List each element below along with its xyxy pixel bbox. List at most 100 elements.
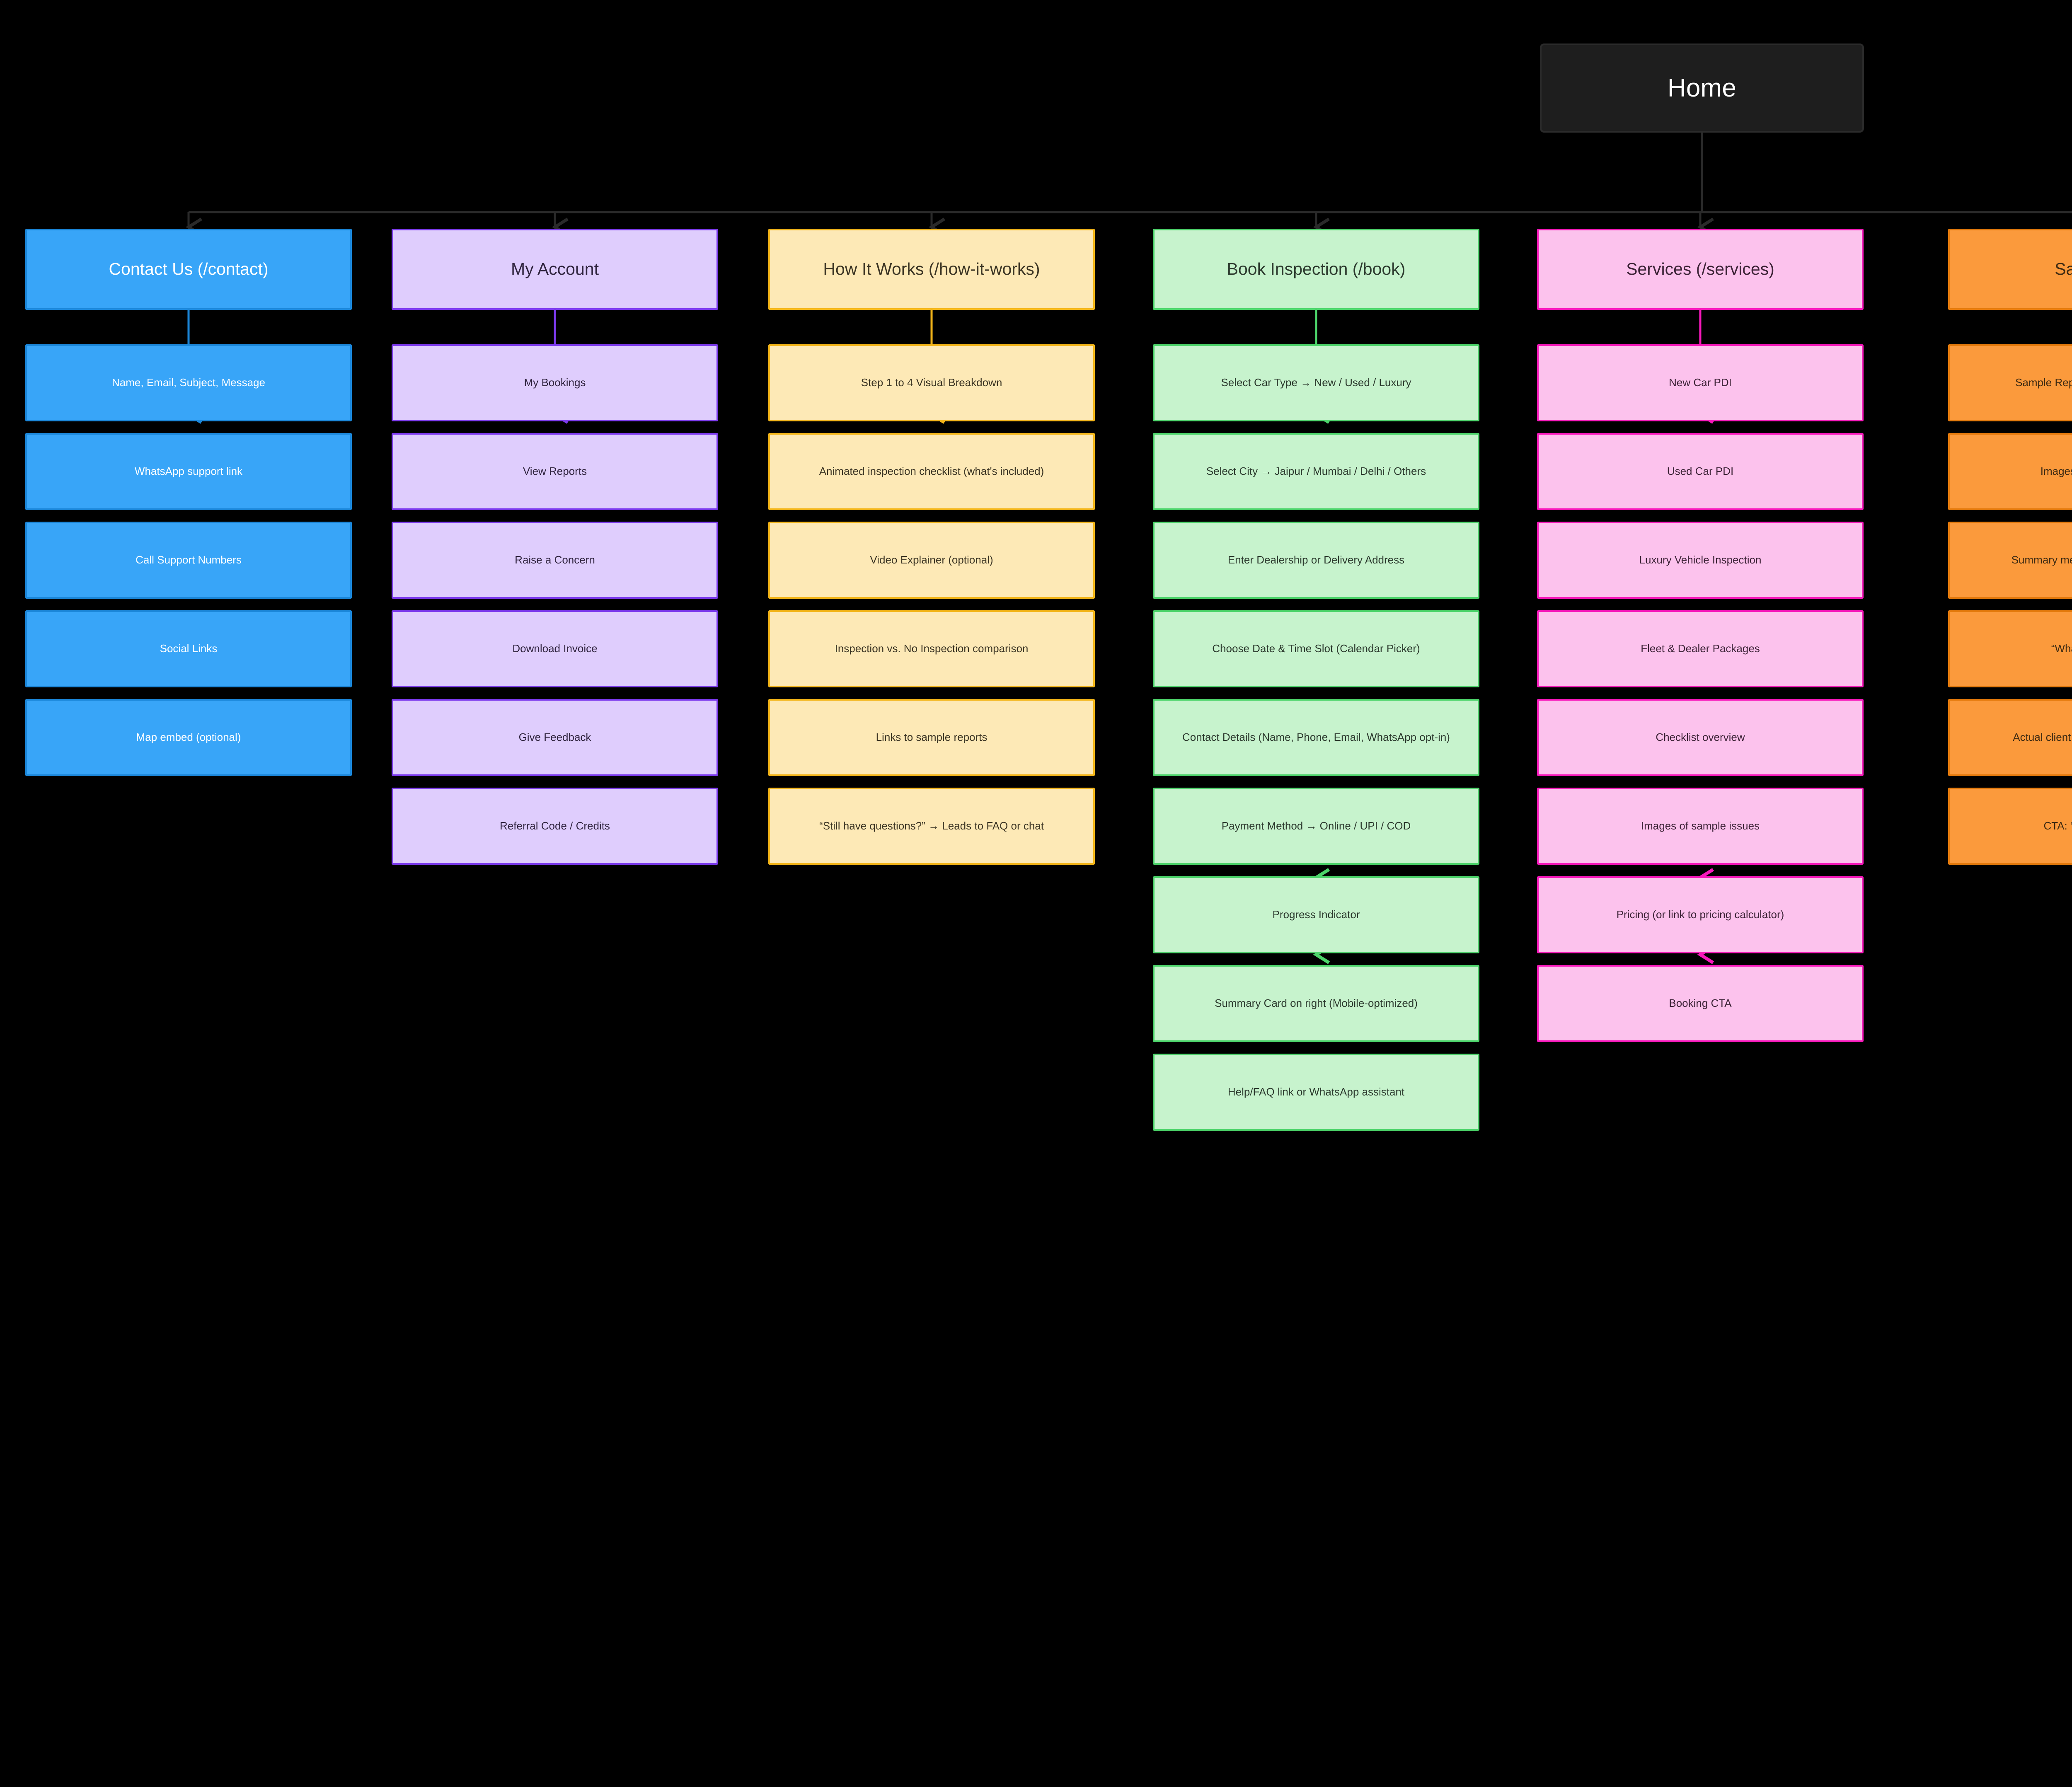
node-item-services-2[interactable]: Used Car PDI [1537, 433, 1864, 510]
node-item-label: Sample Report PDF preview (scrollable) [2015, 376, 2072, 389]
node-item-book-inspection-1[interactable]: Select Car Type → New / Used / Luxury [1153, 344, 1479, 421]
node-item-book-inspection-6[interactable]: Payment Method → Online / UPI / COD [1153, 788, 1479, 865]
node-item-services-4[interactable]: Fleet & Dealer Packages [1537, 610, 1864, 687]
node-head-sample-report[interactable]: Sample Report [1948, 229, 2072, 310]
node-spacer [768, 310, 1095, 344]
node-spacer [768, 776, 1095, 788]
node-head-book-inspection[interactable]: Book Inspection (/book) [1153, 229, 1479, 310]
node-item-label: Social Links [160, 642, 218, 655]
node-home[interactable]: Home [1540, 44, 1864, 133]
node-spacer [768, 510, 1095, 522]
node-item-label: Luxury Vehicle Inspection [1639, 554, 1762, 566]
node-item-label: Checklist overview [1656, 731, 1745, 744]
node-spacer [392, 776, 718, 788]
node-item-contact-us-1[interactable]: Name, Email, Subject, Message [25, 344, 352, 421]
node-spacer [25, 599, 352, 610]
node-home-label: Home [1667, 74, 1737, 102]
node-item-services-3[interactable]: Luxury Vehicle Inspection [1537, 522, 1864, 599]
node-spacer [1153, 687, 1479, 699]
node-item-label: “What You Get” Checklist [2051, 642, 2072, 655]
node-item-how-it-works-6[interactable]: “Still have questions?” → Leads to FAQ o… [768, 788, 1095, 865]
node-item-label: Raise a Concern [515, 554, 595, 566]
branch-column-book-inspection: Book Inspection (/book) Select Car Type →… [1153, 229, 1479, 1131]
node-head-contact-us[interactable]: Contact Us (/contact) [25, 229, 352, 310]
node-item-label: Step 1 to 4 Visual Breakdown [861, 376, 1002, 389]
node-head-label: Sample Report [2055, 259, 2072, 279]
node-spacer [1153, 599, 1479, 610]
node-item-my-account-2[interactable]: View Reports [392, 433, 718, 510]
node-item-label: Referral Code / Credits [500, 820, 610, 832]
node-item-sample-report-5[interactable]: Actual client reports (redacted, if need… [1948, 699, 2072, 776]
node-item-label: Pricing (or link to pricing calculator) [1616, 908, 1784, 921]
node-head-how-it-works[interactable]: How It Works (/how-it-works) [768, 229, 1095, 310]
node-item-label: Choose Date & Time Slot (Calendar Picker… [1212, 642, 1420, 655]
node-item-book-inspection-2[interactable]: Select City → Jaipur / Mumbai / Delhi / … [1153, 433, 1479, 510]
node-item-my-account-4[interactable]: Download Invoice [392, 610, 718, 687]
node-item-label: CTA: “Book Your PDI Today” [2043, 820, 2072, 832]
node-item-services-7[interactable]: Pricing (or link to pricing calculator) [1537, 876, 1864, 953]
node-spacer [768, 599, 1095, 610]
node-spacer [1153, 310, 1479, 344]
node-spacer [1537, 953, 1864, 965]
node-item-book-inspection-7[interactable]: Progress Indicator [1153, 876, 1479, 953]
node-head-my-account[interactable]: My Account [392, 229, 718, 310]
node-item-book-inspection-3[interactable]: Enter Dealership or Delivery Address [1153, 522, 1479, 599]
node-spacer [768, 687, 1095, 699]
node-item-label: Progress Indicator [1272, 908, 1360, 921]
node-item-services-5[interactable]: Checklist overview [1537, 699, 1864, 776]
node-item-sample-report-3[interactable]: Summary metrics: defects, scratches, etc… [1948, 522, 2072, 599]
node-head-label: How It Works (/how-it-works) [823, 259, 1040, 279]
node-item-how-it-works-5[interactable]: Links to sample reports [768, 699, 1095, 776]
node-spacer [25, 510, 352, 522]
node-item-label: Select City → Jaipur / Mumbai / Delhi / … [1206, 465, 1426, 478]
node-item-book-inspection-9[interactable]: Help/FAQ link or WhatsApp assistant [1153, 1054, 1479, 1131]
node-item-my-account-6[interactable]: Referral Code / Credits [392, 788, 718, 865]
node-spacer [392, 510, 718, 522]
node-item-book-inspection-8[interactable]: Summary Card on right (Mobile-optimized) [1153, 965, 1479, 1042]
node-item-my-account-1[interactable]: My Bookings [392, 344, 718, 421]
node-item-how-it-works-2[interactable]: Animated inspection checklist (what's in… [768, 433, 1095, 510]
node-item-sample-report-1[interactable]: Sample Report PDF preview (scrollable) [1948, 344, 2072, 421]
node-item-how-it-works-4[interactable]: Inspection vs. No Inspection comparison [768, 610, 1095, 687]
node-spacer [1537, 510, 1864, 522]
node-item-label: Actual client reports (redacted, if need… [2013, 731, 2072, 744]
node-item-sample-report-6[interactable]: CTA: “Book Your PDI Today” [1948, 788, 2072, 865]
node-spacer [1948, 421, 2072, 433]
branch-column-services: Services (/services) New Car PDI Used Car … [1537, 229, 1864, 1042]
node-spacer [1153, 1042, 1479, 1054]
node-item-contact-us-2[interactable]: WhatsApp support link [25, 433, 352, 510]
node-item-services-6[interactable]: Images of sample issues [1537, 788, 1864, 865]
node-spacer [25, 421, 352, 433]
node-head-services[interactable]: Services (/services) [1537, 229, 1864, 310]
node-item-contact-us-3[interactable]: Call Support Numbers [25, 522, 352, 599]
node-head-label: Services (/services) [1626, 259, 1774, 279]
node-item-label: Images: Before/After samples [2040, 465, 2072, 478]
node-item-book-inspection-4[interactable]: Choose Date & Time Slot (Calendar Picker… [1153, 610, 1479, 687]
node-item-how-it-works-1[interactable]: Step 1 to 4 Visual Breakdown [768, 344, 1095, 421]
node-item-services-1[interactable]: New Car PDI [1537, 344, 1864, 421]
node-spacer [1537, 421, 1864, 433]
node-item-label: Images of sample issues [1641, 820, 1760, 832]
node-item-label: Summary Card on right (Mobile-optimized) [1215, 997, 1418, 1010]
node-item-label: Animated inspection checklist (what's in… [819, 465, 1044, 478]
node-head-label: My Account [511, 259, 599, 279]
node-item-label: New Car PDI [1669, 376, 1732, 389]
node-item-label: Name, Email, Subject, Message [112, 376, 265, 389]
node-item-my-account-3[interactable]: Raise a Concern [392, 522, 718, 599]
node-item-how-it-works-3[interactable]: Video Explainer (optional) [768, 522, 1095, 599]
node-spacer [392, 599, 718, 610]
node-item-sample-report-4[interactable]: “What You Get” Checklist [1948, 610, 2072, 687]
node-item-book-inspection-5[interactable]: Contact Details (Name, Phone, Email, Wha… [1153, 699, 1479, 776]
node-item-label: WhatsApp support link [134, 465, 243, 478]
node-item-sample-report-2[interactable]: Images: Before/After samples [1948, 433, 2072, 510]
node-item-contact-us-5[interactable]: Map embed (optional) [25, 699, 352, 776]
node-item-label: Payment Method → Online / UPI / COD [1221, 820, 1411, 832]
node-item-services-8[interactable]: Booking CTA [1537, 965, 1864, 1042]
node-item-my-account-5[interactable]: Give Feedback [392, 699, 718, 776]
node-head-label: Book Inspection (/book) [1227, 259, 1406, 279]
node-spacer [1948, 776, 2072, 788]
node-item-contact-us-4[interactable]: Social Links [25, 610, 352, 687]
